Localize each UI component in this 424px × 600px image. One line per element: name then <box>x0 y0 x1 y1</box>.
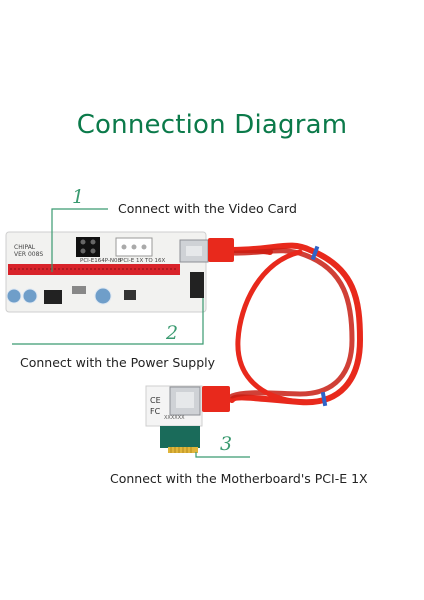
callout-2-text: Connect with the Power Supply <box>20 355 216 370</box>
callout-3-text: Connect with the Motherboard's PCI-E 1X <box>110 471 368 486</box>
callout-1-text: Connect with the Video Card <box>118 201 297 216</box>
board-pcie-label: PCI-E 1X TO 16X <box>120 258 166 264</box>
callout-2-line <box>12 298 204 345</box>
capacitor-icon <box>22 288 38 304</box>
callout-1-line <box>51 208 108 272</box>
pci-e-1x-adapter <box>145 385 230 453</box>
usb-cable-inner <box>229 248 355 399</box>
capacitor-icon <box>6 288 22 304</box>
board-brand: CHIPAL <box>14 244 36 251</box>
callout-3-number: 3 <box>220 433 233 455</box>
callout-1-number: 1 <box>72 186 85 208</box>
callout-2-number: 2 <box>166 322 179 344</box>
adapter-ce-mark: CE <box>150 396 161 405</box>
riser-board <box>5 231 234 313</box>
capacitor-icon <box>94 287 112 305</box>
adapter-fc-mark: FC <box>150 407 161 416</box>
usb-cable-strand <box>235 249 303 405</box>
callout-3-line <box>195 452 250 458</box>
diagram-title: Connection Diagram <box>76 110 348 140</box>
callout-lines <box>12 208 250 458</box>
cable-band-icon <box>310 245 320 261</box>
cable-band-icon <box>320 391 328 407</box>
board-model: PCI-E164P-N08 <box>80 258 122 264</box>
adapter-code: XXXXXX <box>164 415 185 421</box>
board-version: VER 008S <box>14 251 44 258</box>
